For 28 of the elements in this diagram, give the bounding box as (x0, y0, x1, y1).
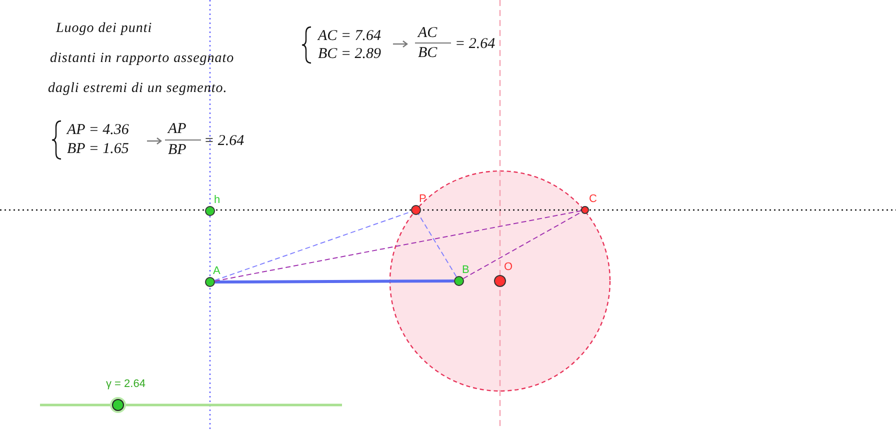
point (411, 205, 421, 215)
fraction-denominator: BC (418, 45, 438, 61)
point-label: P (419, 193, 426, 205)
point (205, 277, 215, 287)
point (581, 206, 589, 214)
caption-text: dagli estremi di un segmento. (48, 81, 228, 97)
fraction-numerator: AP (168, 121, 186, 137)
ratio-value: = 2.64 (204, 133, 244, 149)
fraction-numerator: AC (418, 25, 438, 41)
equation-text: AP = 4.36 (67, 122, 129, 138)
slider-label: γ = 2.64 (106, 378, 146, 390)
caption-text: distanti in rapporto assegnato (50, 51, 234, 67)
point-label: A (213, 265, 220, 277)
segment (215, 280, 454, 284)
point (205, 206, 215, 216)
fraction-denominator: BP (168, 142, 186, 158)
dashed-segment (462, 212, 582, 279)
caption-text: Luogo dei punti (56, 21, 152, 37)
ratio-value: = 2.64 (455, 36, 496, 52)
dashed-segment (418, 214, 457, 278)
point-label: O (504, 261, 513, 273)
dashed-segment (214, 210, 582, 282)
point-label: h (214, 194, 220, 206)
equation-text: AC = 7.64 (318, 28, 382, 44)
point-label: C (589, 193, 597, 205)
equation-text: BP = 1.65 (67, 141, 129, 157)
point-label: B (462, 264, 470, 276)
equation-text: BC = 2.89 (318, 46, 382, 62)
